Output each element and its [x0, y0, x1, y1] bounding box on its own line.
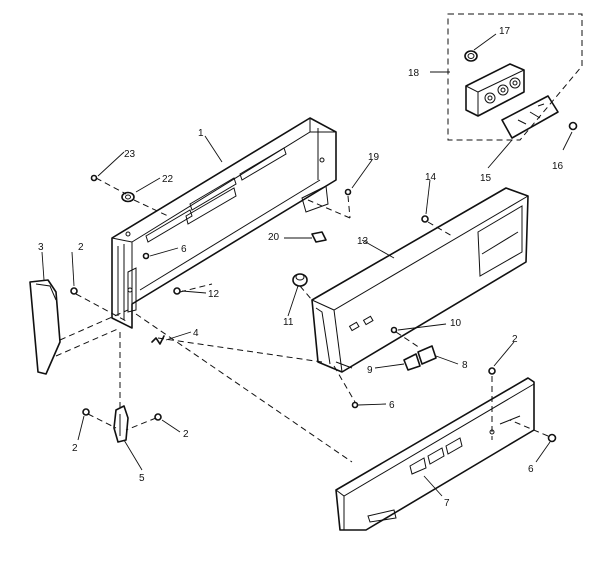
part-9-button: [403, 353, 421, 371]
callout-13: 13: [357, 236, 369, 247]
callout-6a: 6: [181, 244, 187, 255]
callout-15: 15: [480, 173, 492, 184]
callout-2c: 2: [183, 429, 189, 440]
callout-4: 4: [193, 328, 199, 339]
callout-10: 10: [450, 318, 462, 329]
part-12-clip: [173, 287, 181, 295]
part-15-overlay: [501, 95, 559, 139]
callout-2d: 2: [512, 334, 518, 345]
callouts: 1 23 22 19 14 6 20 13 3 2 12 11 4 10 9 8…: [38, 26, 564, 509]
callout-22: 22: [162, 174, 174, 185]
part-17-knob: [464, 50, 478, 62]
callout-17: 17: [499, 26, 511, 37]
part-19-screw: [344, 188, 352, 196]
part-2a-screw: [70, 287, 78, 295]
callout-6b: 6: [389, 400, 395, 411]
callout-14: 14: [425, 172, 437, 183]
part-18-screw: [568, 121, 578, 131]
part-23-screw: [90, 174, 98, 182]
part-22-grommet: [121, 191, 135, 203]
leader-lines: [41, 135, 551, 497]
part-5-bracket: [113, 405, 129, 443]
part-10-clip: [390, 326, 398, 334]
callout-12: 12: [208, 289, 220, 300]
callout-3: 3: [38, 242, 44, 253]
part-2c-screw: [154, 413, 162, 421]
callout-8: 8: [462, 360, 468, 371]
callout-18: 18: [408, 68, 420, 79]
assembly-lines: [55, 177, 549, 463]
callout-2b: 2: [72, 443, 78, 454]
part-2d-screw: [488, 367, 496, 375]
callout-9: 9: [367, 365, 373, 376]
part-7-lower-trim: [335, 377, 535, 531]
callout-20: 20: [268, 232, 280, 243]
callout-5: 5: [139, 473, 145, 484]
callout-16: 16: [552, 161, 564, 172]
part-20-clip: [311, 231, 327, 243]
part-4-spring: [151, 335, 165, 345]
part-1-backguard: [111, 117, 337, 329]
inset-box: [430, 13, 583, 169]
callout-19: 19: [368, 152, 380, 163]
part-14-screw: [421, 215, 429, 223]
part-13-control-panel: [311, 187, 529, 373]
part-6a-screw: [142, 252, 150, 260]
callout-11: 11: [283, 317, 294, 328]
part-3-side-panel: [29, 279, 61, 375]
part-6c-screw: [547, 433, 557, 443]
callout-23: 23: [124, 149, 136, 160]
part-11-knob: [292, 273, 308, 287]
callout-1: 1: [198, 128, 204, 139]
callout-6c: 6: [528, 464, 534, 475]
hardware: [70, 174, 557, 443]
callout-7: 7: [444, 498, 450, 509]
part-2b-screw: [82, 408, 90, 416]
part-8-button: [417, 345, 437, 365]
part-16-module: [465, 63, 525, 117]
part-6b-screw: [351, 401, 359, 409]
callout-2a: 2: [78, 242, 84, 253]
